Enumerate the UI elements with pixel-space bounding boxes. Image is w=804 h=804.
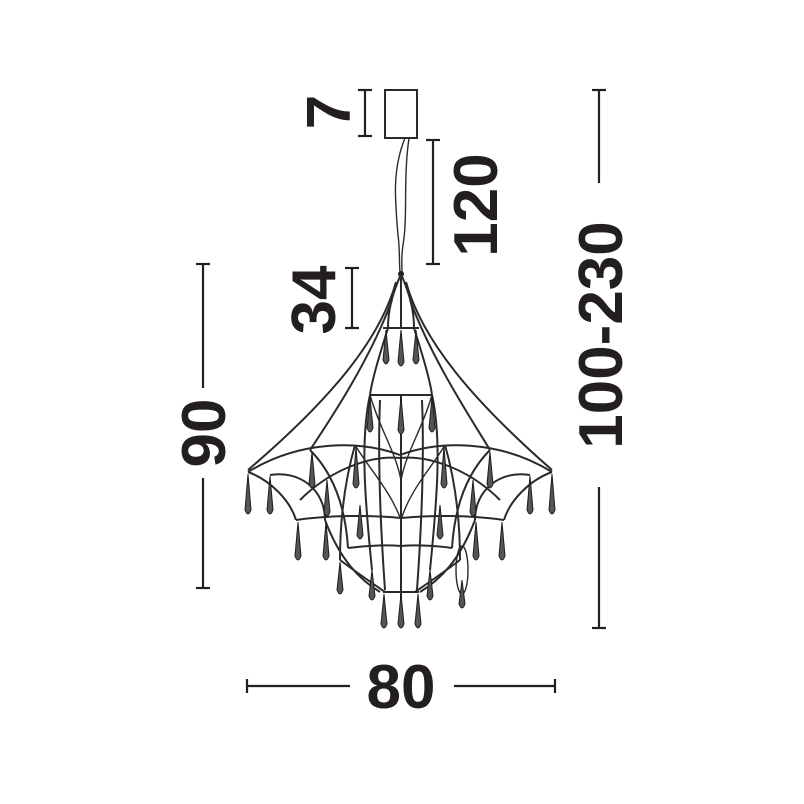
- suspension-cables: [394, 137, 410, 273]
- overall-height-label: 100-230: [567, 221, 636, 449]
- crown-height-label: 34: [280, 265, 349, 334]
- ceiling-canopy: [384, 89, 418, 139]
- dimension-canopy-gap: 120: [426, 138, 511, 266]
- body-height-label: 90: [170, 399, 239, 468]
- width-label: 80: [367, 653, 436, 722]
- chandelier-frame: [247, 271, 553, 600]
- canopy-height-label: 7: [295, 95, 364, 129]
- dimension-body-height: 90: [170, 262, 239, 590]
- canopy-gap-label: 120: [442, 153, 511, 256]
- crystal-drops: [244, 329, 556, 629]
- dimension-crown-height: 34: [280, 265, 359, 334]
- dimension-canopy-height: 7: [295, 88, 372, 138]
- dimension-width: 80: [245, 653, 557, 722]
- dimension-overall-height: 100-230: [567, 88, 636, 630]
